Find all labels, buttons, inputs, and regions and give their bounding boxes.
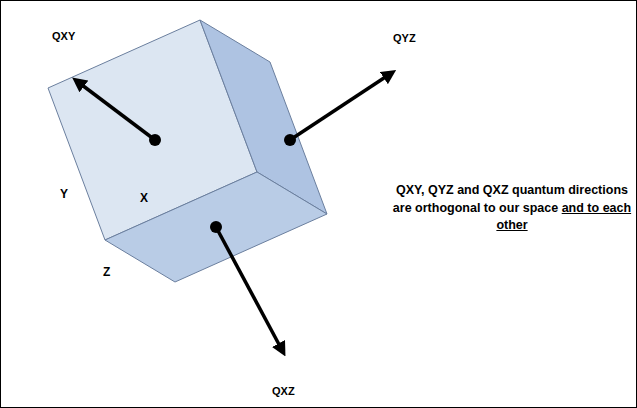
axis-label: Y xyxy=(60,188,68,201)
qxz-arrow xyxy=(216,227,282,350)
cube-bottom-face xyxy=(105,172,327,282)
quantum-direction-label: QYZ xyxy=(393,32,416,44)
axis-label: X xyxy=(140,192,148,205)
face-dot xyxy=(284,134,296,146)
quantum-direction-label: QXY xyxy=(52,30,75,42)
face-dot xyxy=(210,221,222,233)
qxy-arrow xyxy=(78,82,155,140)
face-dot xyxy=(149,134,161,146)
note-text: QXY, QYZ and QXZ quantum directions are … xyxy=(392,182,632,235)
axis-label: Z xyxy=(103,266,110,279)
qyz-arrow xyxy=(290,74,390,140)
quantum-direction-label: QXZ xyxy=(272,385,295,397)
